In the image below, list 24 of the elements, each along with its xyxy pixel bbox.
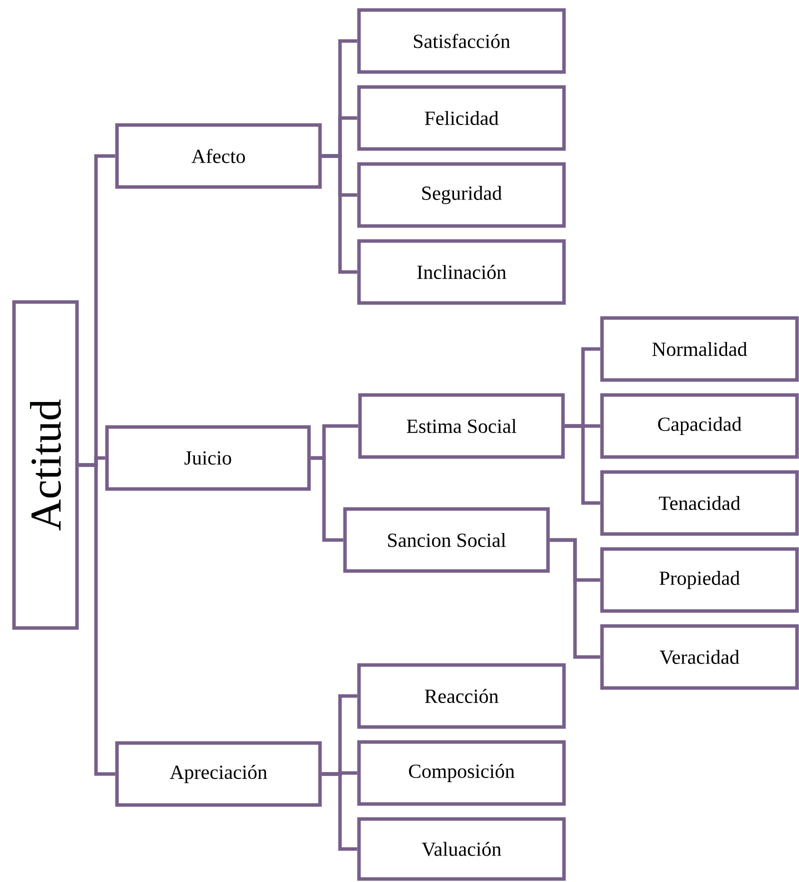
category-box: Felicidad	[357, 85, 566, 151]
category-box: Reacción	[357, 663, 566, 729]
connector	[322, 772, 358, 851]
category-box: Propiedad	[600, 547, 799, 613]
category-box: Veracidad	[600, 624, 799, 690]
connector	[550, 538, 600, 659]
connector	[322, 154, 358, 274]
title-box: Actitud	[12, 300, 79, 630]
category-box: Inclinación	[357, 239, 566, 305]
category-box: Afecto	[115, 123, 322, 189]
connector	[78, 463, 116, 776]
category-box: Tenacidad	[600, 470, 799, 536]
category-box: Sancion Social	[343, 507, 550, 573]
connector	[564, 424, 600, 505]
category-box: Juicio	[105, 425, 311, 491]
category-box: Seguridad	[357, 162, 566, 228]
category-box: Valuación	[357, 817, 566, 881]
category-box: Satisfacción	[357, 8, 566, 74]
category-box: Normalidad	[600, 316, 799, 382]
category-box: Capacidad	[600, 393, 799, 459]
category-box: Apreciación	[115, 741, 322, 807]
category-box: Estima Social	[358, 393, 565, 459]
category-box: Composición	[357, 740, 566, 806]
connector	[310, 456, 344, 542]
